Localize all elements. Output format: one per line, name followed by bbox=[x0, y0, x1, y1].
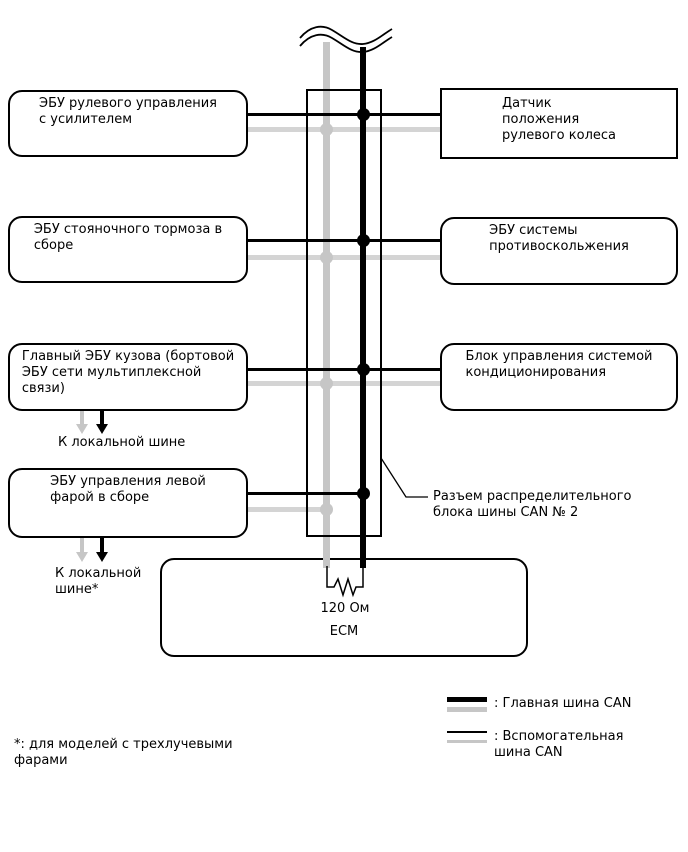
sensor-box-steering-angle: Датчик положения рулевого колеса bbox=[440, 88, 678, 159]
ecu-box-main-body: Главный ЭБУ кузова (бортовой ЭБУ сети му… bbox=[8, 343, 248, 411]
branch-wire-black-row3 bbox=[246, 368, 441, 371]
branch-wire-black-row1 bbox=[246, 113, 441, 116]
junction-block-callout-label: Разъем распределительного блока шины CAN… bbox=[433, 489, 632, 520]
ecu-box-skid-control-label: ЭБУ системы противоскольжения bbox=[489, 223, 629, 254]
local-bus-arrowhead-black-1 bbox=[96, 424, 108, 434]
legend-main-bus-label: : Главная шина CAN bbox=[494, 696, 632, 711]
ecu-box-parking-brake-label: ЭБУ стояночного тормоза в сборе bbox=[33, 222, 223, 253]
ecu-box-main-body-label: Главный ЭБУ кузова (бортовой ЭБУ сети му… bbox=[21, 349, 235, 396]
legend-sub-bus-black-line bbox=[447, 731, 487, 733]
control-box-ac-label: Блок управления системой кондиционирован… bbox=[465, 349, 653, 380]
bus-break-wave-upper bbox=[299, 25, 393, 45]
ecu-box-power-steering: ЭБУ рулевого управления с усилителем bbox=[8, 90, 248, 157]
junction-dot-gray-row1 bbox=[320, 123, 333, 136]
junction-dot-gray-row3 bbox=[320, 377, 333, 390]
ecu-box-skid-control: ЭБУ системы противоскольжения bbox=[440, 217, 678, 285]
junction-dot-black-row1 bbox=[357, 108, 370, 121]
footnote-label: *: для моделей с трехлучевыми фарами bbox=[14, 737, 233, 768]
bus-break-wave-lower bbox=[299, 33, 393, 53]
branch-wire-gray-row1 bbox=[246, 127, 441, 132]
branch-wire-black-row2 bbox=[246, 239, 441, 242]
branch-wire-gray-row3 bbox=[246, 381, 441, 386]
local-bus-arrow-black-2 bbox=[100, 538, 104, 552]
local-bus-label-1: К локальной шине bbox=[58, 435, 186, 450]
local-bus-label-2: К локальной шине* bbox=[55, 566, 142, 597]
junction-dot-black-row2 bbox=[357, 234, 370, 247]
junction-dot-gray-row2 bbox=[320, 251, 333, 264]
sensor-box-steering-angle-label: Датчик положения рулевого колеса bbox=[501, 96, 616, 143]
legend-main-bus-black-line bbox=[447, 697, 487, 702]
callout-leader-line bbox=[380, 457, 428, 498]
resistor-value-label: 120 Ом bbox=[320, 601, 370, 616]
ecu-box-headlight: ЭБУ управления левой фарой в сборе bbox=[8, 468, 248, 538]
local-bus-arrowhead-black-2 bbox=[96, 552, 108, 562]
legend-sub-bus-gray-line bbox=[447, 740, 487, 743]
main-bus-line-black bbox=[360, 47, 366, 568]
ecm-box-label: ECM bbox=[329, 624, 359, 639]
junction-dot-black-row4 bbox=[357, 487, 370, 500]
local-bus-arrow-gray-2 bbox=[80, 538, 84, 552]
local-bus-arrow-gray-1 bbox=[80, 411, 84, 424]
local-bus-arrowhead-gray-1 bbox=[76, 424, 88, 434]
main-bus-line-gray bbox=[323, 42, 330, 568]
can-junction-block-outline bbox=[306, 89, 382, 537]
ecu-box-parking-brake: ЭБУ стояночного тормоза в сборе bbox=[8, 216, 248, 283]
ecu-box-headlight-label: ЭБУ управления левой фарой в сборе bbox=[50, 474, 206, 505]
local-bus-arrow-black-1 bbox=[100, 411, 104, 424]
junction-dot-gray-row4 bbox=[320, 503, 333, 516]
legend-main-bus-gray-line bbox=[447, 707, 487, 712]
control-box-ac: Блок управления системой кондиционирован… bbox=[440, 343, 678, 411]
branch-wire-gray-row2 bbox=[246, 255, 441, 260]
branch-wire-black-row4 bbox=[246, 492, 364, 495]
legend-sub-bus-label: : Вспомогательная шина CAN bbox=[494, 729, 624, 760]
local-bus-arrowhead-gray-2 bbox=[76, 552, 88, 562]
branch-wire-gray-row4 bbox=[246, 507, 330, 512]
ecu-box-power-steering-label: ЭБУ рулевого управления с усилителем bbox=[39, 96, 217, 127]
junction-dot-black-row3 bbox=[357, 363, 370, 376]
